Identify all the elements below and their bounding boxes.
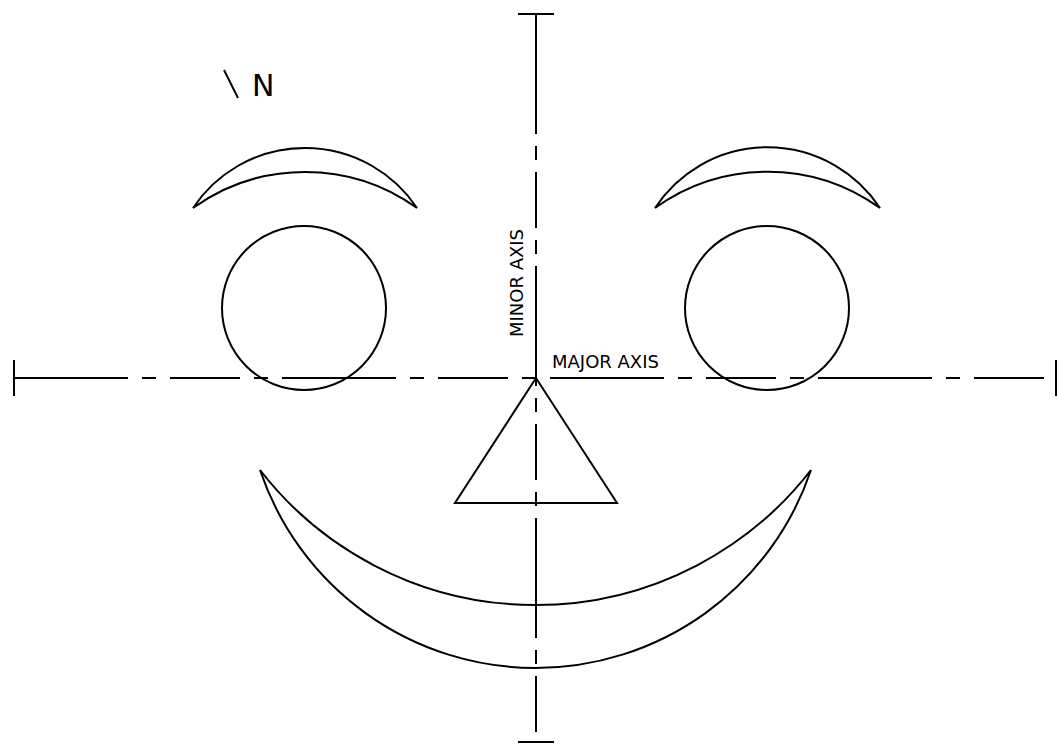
axis-end-tick bbox=[518, 13, 554, 15]
axis-label: MAJOR AXIS bbox=[552, 353, 659, 371]
eyebrow bbox=[655, 147, 880, 208]
eyebrow bbox=[193, 148, 417, 208]
axis-end-tick bbox=[13, 360, 15, 396]
mouth-crescent bbox=[260, 470, 811, 668]
nose-triangle bbox=[455, 378, 617, 503]
eye-circle bbox=[222, 226, 386, 390]
eye-circle bbox=[685, 226, 849, 390]
north-label: N bbox=[252, 71, 274, 101]
north-stroke bbox=[224, 70, 238, 98]
axis-end-tick bbox=[1055, 360, 1057, 396]
axis-end-tick bbox=[518, 741, 554, 743]
axis-label: MINOR AXIS bbox=[508, 229, 526, 337]
